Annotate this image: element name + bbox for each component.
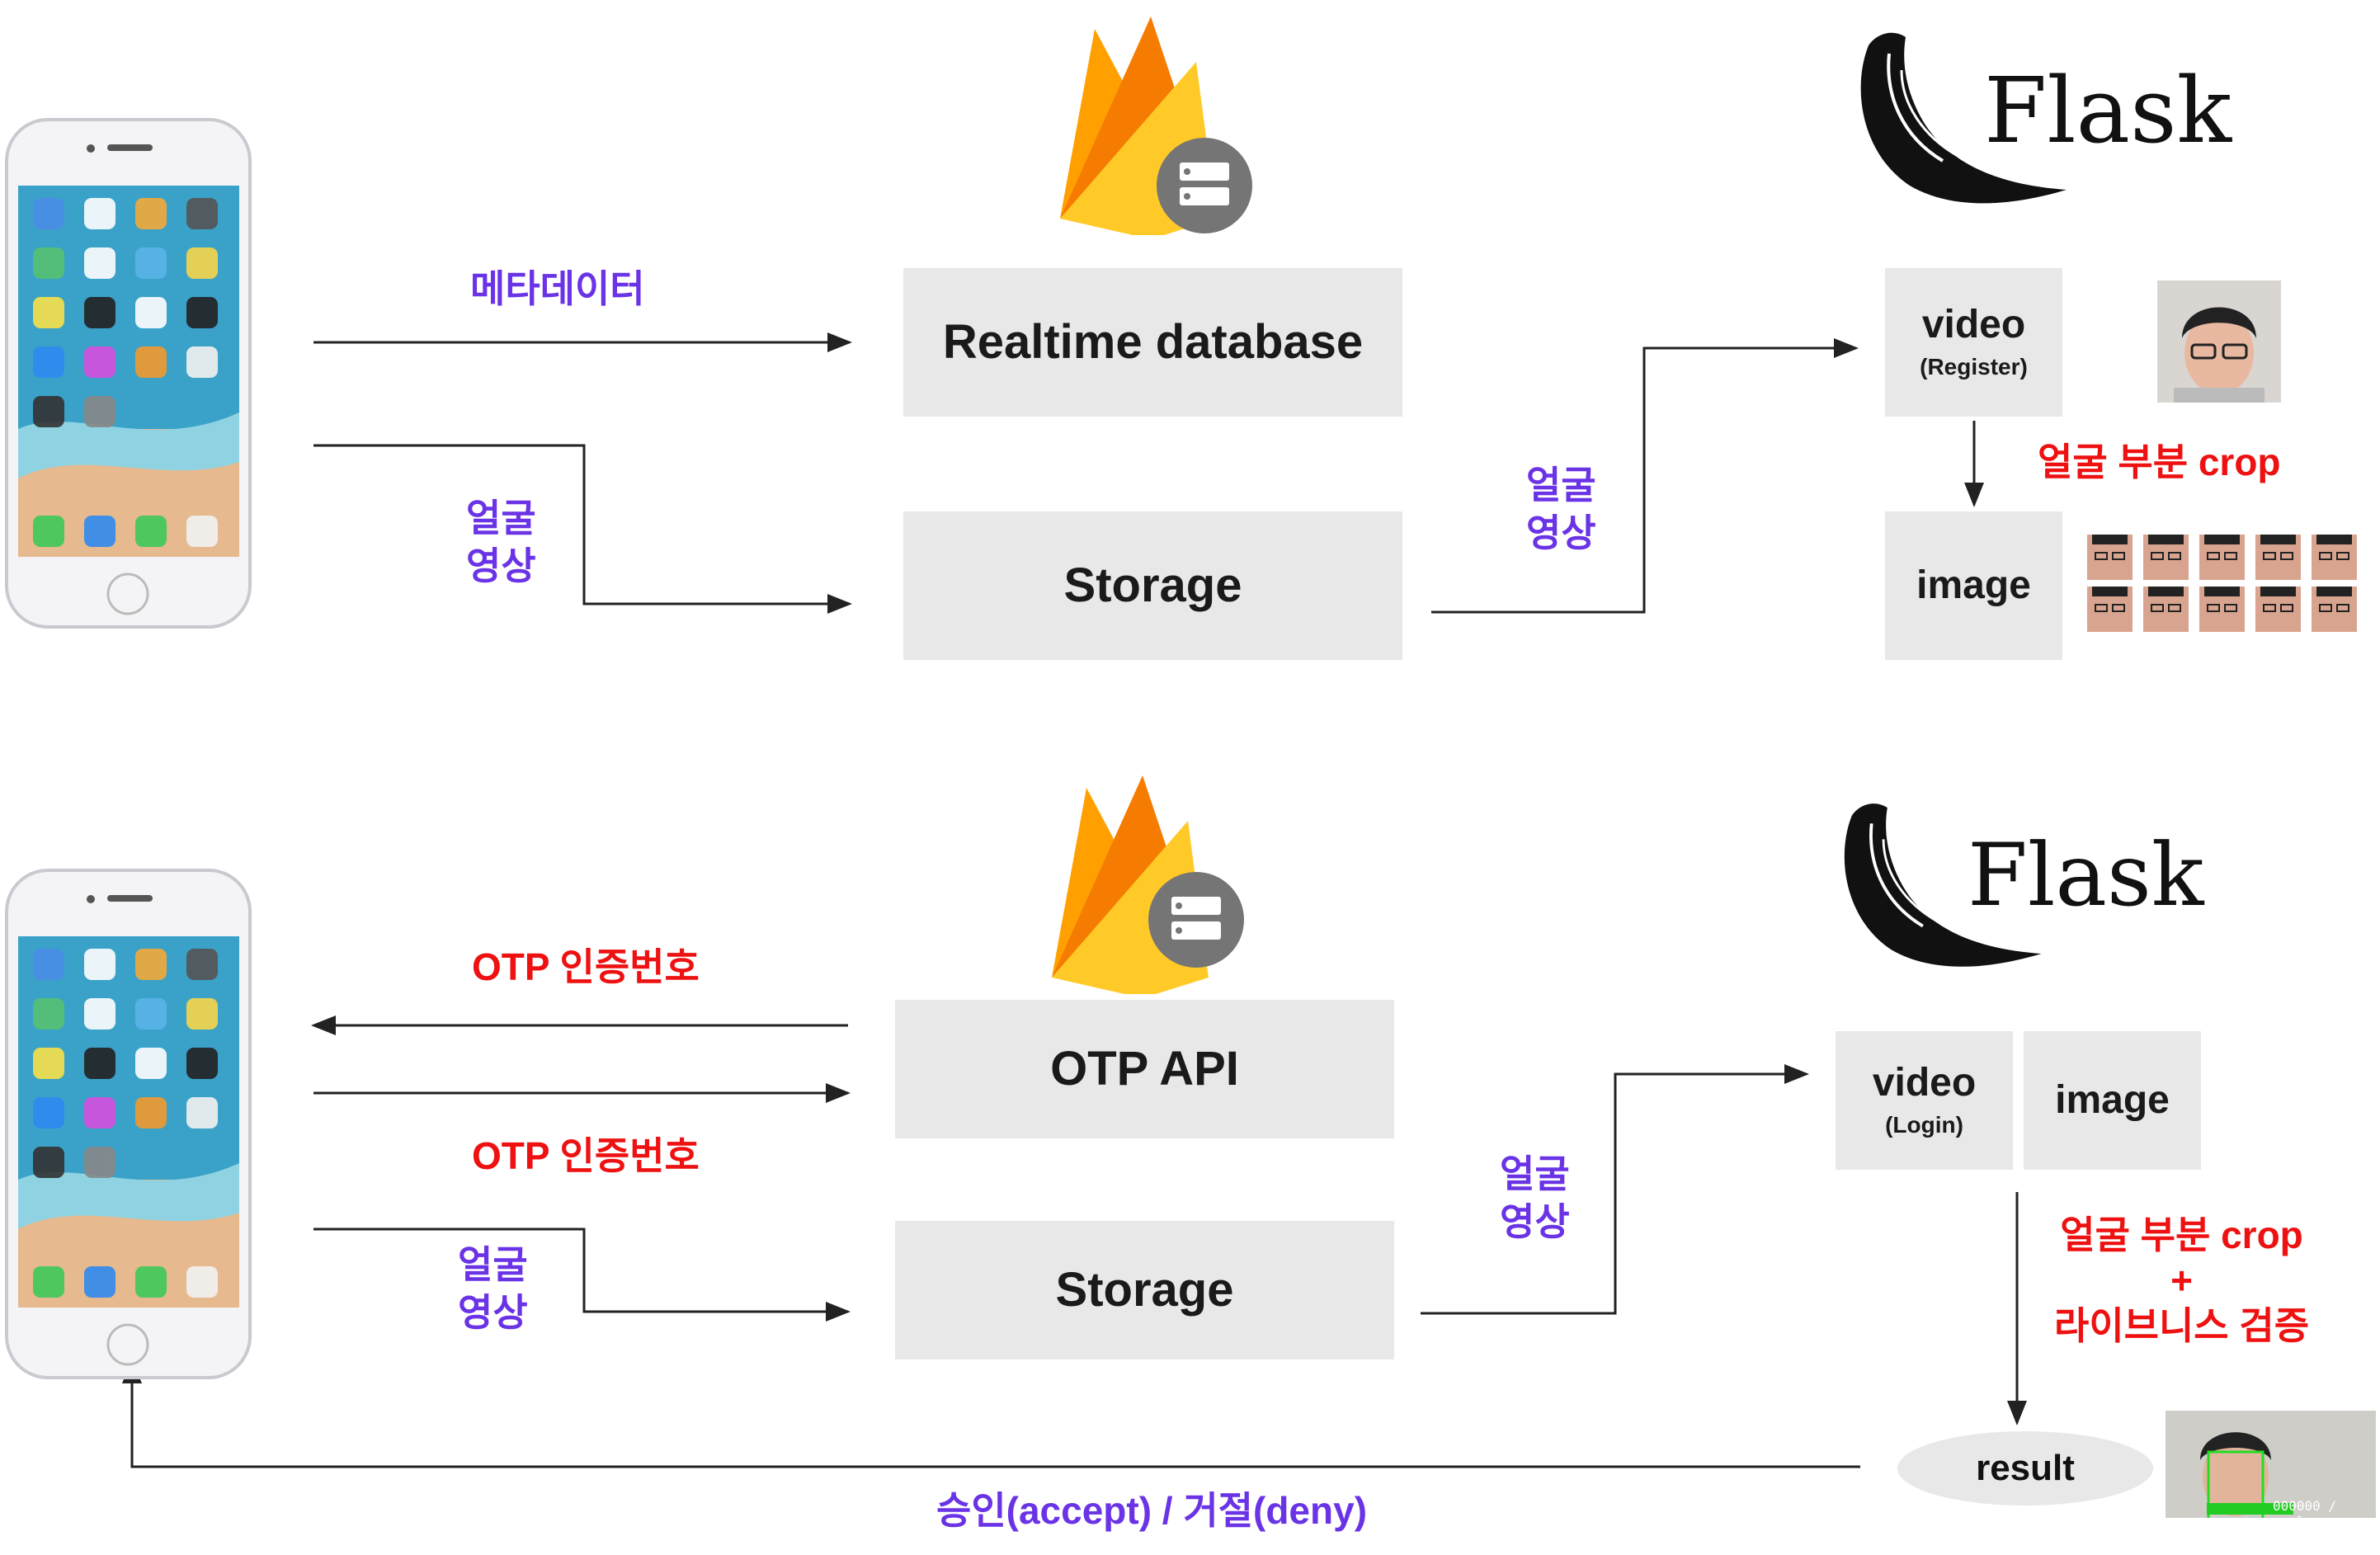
label-line: 얼굴 영상 bbox=[466, 497, 536, 587]
flask-logo-text: Flask bbox=[1984, 58, 2232, 163]
image-box: image bbox=[1885, 511, 2062, 660]
box-label: OTP API bbox=[1050, 1041, 1239, 1096]
image-box: image bbox=[2024, 1031, 2201, 1170]
database-badge-icon bbox=[1148, 872, 1244, 968]
box-sublabel: (Register) bbox=[1920, 354, 2028, 380]
label-accept-deny: 승인(accept) / 거절(deny) bbox=[936, 1489, 1368, 1532]
label-face-video: 얼굴 영상 bbox=[1500, 1151, 1570, 1246]
face-thumbnail-liveness: 000000 / real bbox=[2166, 1411, 2376, 1518]
result-label: result bbox=[1976, 1448, 2075, 1488]
label-line: 얼굴 영상 bbox=[458, 1243, 528, 1334]
label-face-video: 얼굴 영상 bbox=[1526, 462, 1596, 557]
iphone-icon bbox=[5, 869, 252, 1379]
label-line: 얼굴 영상 bbox=[1526, 464, 1596, 554]
arrow-storage-to-video-top bbox=[1431, 338, 1859, 614]
box-label: Storage bbox=[1063, 558, 1242, 612]
liveness-overlay-text: 000000 / real bbox=[2273, 1498, 2337, 1518]
box-sublabel: (Login) bbox=[1885, 1112, 1963, 1138]
otp-api-box: OTP API bbox=[895, 1000, 1394, 1138]
flask-horn-icon bbox=[1860, 32, 2067, 204]
label-otp-code: OTP 인증번호 bbox=[472, 1134, 700, 1177]
box-label: image bbox=[1916, 563, 2031, 607]
flask-logo-text: Flask bbox=[1968, 825, 2204, 926]
arrow-result-to-phone bbox=[122, 1359, 1860, 1468]
box-label: video bbox=[1872, 1060, 1977, 1105]
firebase-icon bbox=[1052, 775, 1244, 994]
flask-horn-icon bbox=[1844, 803, 2042, 967]
box-label: Realtime database bbox=[942, 314, 1364, 369]
label-face-video: 얼굴 영상 bbox=[458, 1242, 528, 1336]
label-face-video: 얼굴 영상 bbox=[466, 495, 536, 590]
iphone-icon bbox=[5, 118, 252, 629]
label-metadata: 메타데이터 bbox=[470, 267, 645, 310]
database-badge-icon bbox=[1157, 138, 1252, 233]
firebase-icon bbox=[1060, 16, 1252, 235]
face-crop-grid bbox=[2087, 535, 2357, 632]
label-line: + bbox=[2170, 1259, 2193, 1303]
label-line: 얼굴 부분 crop bbox=[2060, 1213, 2303, 1256]
box-label: Storage bbox=[1055, 1262, 1234, 1317]
storage-box: Storage bbox=[903, 511, 1402, 660]
storage-box: Storage bbox=[895, 1221, 1394, 1359]
video-login-box: video (Login) bbox=[1836, 1031, 2013, 1170]
box-label: image bbox=[2055, 1077, 2170, 1122]
label-line: 얼굴 영상 bbox=[1500, 1152, 1570, 1243]
label-otp-code: OTP 인증번호 bbox=[472, 945, 700, 988]
label-line: 라이브니스 검증 bbox=[2054, 1304, 2310, 1348]
video-register-box: video (Register) bbox=[1885, 268, 2062, 417]
label-face-crop: 얼굴 부분 crop bbox=[2038, 441, 2281, 483]
box-label: video bbox=[1921, 302, 2026, 346]
arrow-storage-to-video-bottom bbox=[1421, 1064, 1809, 1315]
arrow-face-video-top bbox=[313, 444, 852, 614]
label-crop-liveness: 얼굴 부분 crop + 라이브니스 검증 bbox=[2054, 1213, 2309, 1350]
result-ellipse: result bbox=[1897, 1431, 2153, 1506]
arrow-face-video-bottom bbox=[313, 1228, 851, 1322]
realtime-database-box: Realtime database bbox=[903, 268, 1402, 417]
face-thumbnail bbox=[2157, 280, 2281, 403]
